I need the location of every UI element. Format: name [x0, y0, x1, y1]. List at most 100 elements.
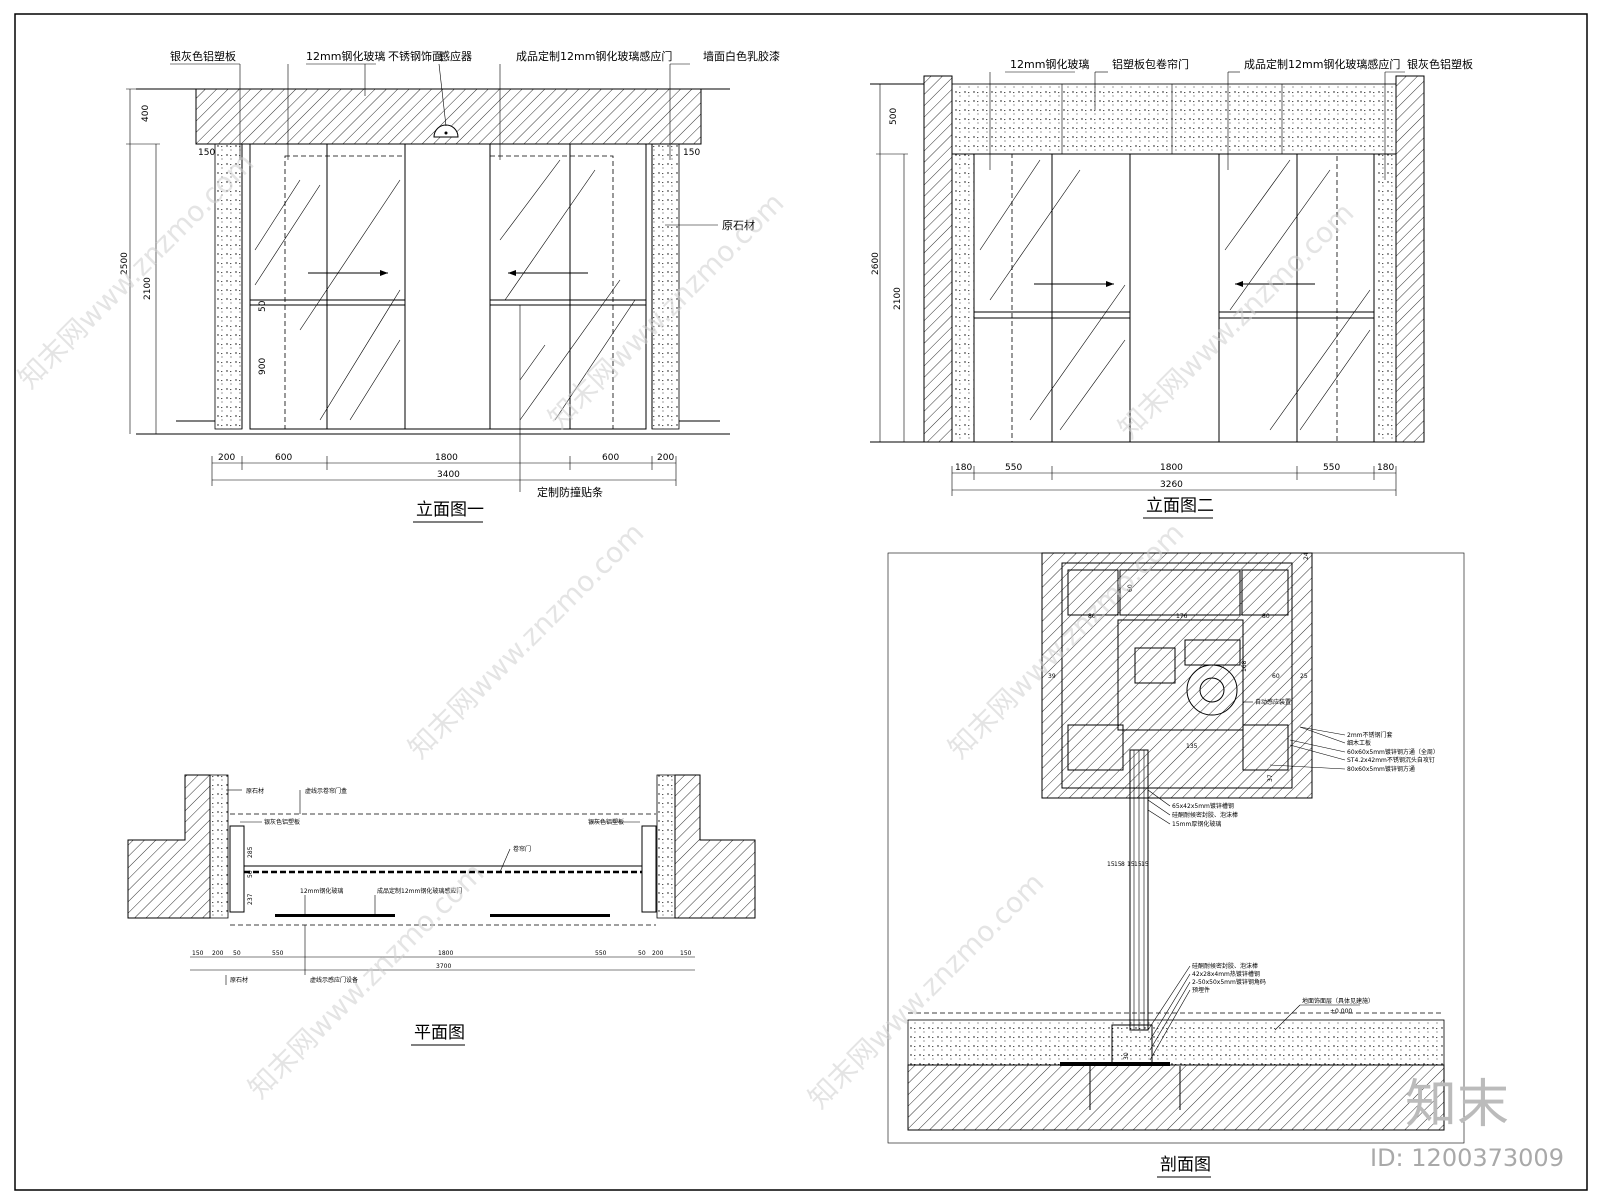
plan-dim-1: 150 — [192, 950, 204, 957]
sheet-border — [14, 13, 1588, 1191]
sec-dim-39: 39 — [1048, 673, 1056, 680]
sec-glass-dim-4: 15 — [1127, 861, 1135, 868]
plan-wall-left — [127, 774, 211, 919]
sec-glass-dim-5: 15 — [1134, 861, 1142, 868]
dim-bottom-4: 600 — [602, 453, 619, 463]
sensor-icon — [433, 124, 459, 138]
sec-callout-r5: 80x60x5mm镀锌钢方通 — [1347, 765, 1415, 773]
section-title: 剖面图 — [1160, 1155, 1211, 1175]
sec-callout-r4: ST4.2x42mm不锈钢沉头自攻钉 — [1347, 756, 1435, 764]
dim-left-2500: 2500 — [120, 252, 130, 275]
sec-callout-m3: 15mm厚钢化玻璃 — [1172, 820, 1221, 828]
callout-aluminium-panel: 银灰色铝塑板 — [170, 49, 236, 63]
plan-title: 平面图 — [414, 1023, 465, 1043]
dim-left-2600: 2600 — [871, 252, 881, 275]
door-leaf-left — [284, 155, 406, 430]
plan-dim-4: 550 — [272, 950, 284, 957]
wall-right — [1395, 75, 1425, 443]
plan-callout-glass: 12mm钢化玻璃 — [300, 887, 343, 895]
sec-dim-135: 135 — [1186, 743, 1198, 750]
plan-callout-device: 虚线示感应门设备 — [310, 976, 358, 984]
callout-aluminium-panel: 银灰色铝塑板 — [1407, 57, 1473, 71]
sec-dim-80-left: 80 — [1088, 613, 1096, 620]
sec-glass-dim-2: 15 — [1114, 861, 1122, 868]
dim-inner-150-left: 150 — [198, 148, 215, 158]
dim-bottom-1: 200 — [218, 453, 235, 463]
sec-dim-30: 30 — [1123, 1052, 1130, 1060]
sec-callout-m2: 硅酮耐候密封胶、泡沫棒 — [1172, 811, 1238, 819]
rolling-door-box — [951, 83, 1397, 155]
callout-stone: 原石材 — [722, 218, 755, 232]
dim-bottom-3: 1800 — [1160, 463, 1183, 473]
dim-bottom-5: 180 — [1377, 463, 1394, 473]
dim-inner-900: 900 — [258, 358, 268, 375]
sec-callout-b2: 42x28x4mm热镀锌槽钢 — [1192, 970, 1260, 978]
watermark: 知末网www.znzmo.com — [242, 856, 491, 1105]
sec-dim-24: 24 — [1303, 552, 1310, 560]
sec-dim-60-top: 60 — [1127, 584, 1134, 592]
dim-bottom-4: 550 — [1323, 463, 1340, 473]
callout-stainless-finish: 不锈钢饰面 — [388, 49, 443, 63]
elevation-two-title: 立面图二 — [1146, 496, 1214, 516]
dim-total: 3260 — [1160, 480, 1183, 490]
sec-callout-m1: 65x42x5mm镀锌槽钢 — [1172, 802, 1234, 810]
sec-callout-floor: 地面饰面层（具体见建施） — [1302, 997, 1374, 1005]
dim-total: 3400 — [437, 470, 460, 480]
watermark: 知末网www.znzmo.com — [1112, 196, 1361, 445]
dim-bottom-3: 1800 — [435, 453, 458, 463]
sheet-id: ID: 1200373009 — [1370, 1144, 1564, 1172]
brand-logo: 知末 — [1405, 1075, 1510, 1135]
sec-callout-b4: 预埋件 — [1192, 986, 1210, 994]
plan-callout-sensor-door: 成品定制12mm钢化玻璃感应门 — [377, 887, 462, 895]
callout-bumper-strip: 定制防撞贴条 — [537, 485, 603, 499]
sec-callout-device: 自动感应装置 — [1255, 698, 1291, 706]
plan-dim-side-3: 237 — [247, 893, 254, 905]
stone-column-left — [214, 143, 243, 430]
plan-dim-5: 1800 — [438, 950, 453, 957]
plan-callout-rolling-box: 虚线示卷帘门盒 — [305, 787, 347, 795]
plan-wall-right — [674, 774, 756, 919]
elevation-one: 400 2500 2100 150 150 50 900 200 600 180… — [120, 49, 780, 523]
sec-dim-168: 168 — [1241, 660, 1248, 672]
door-leaf-right — [489, 155, 614, 430]
sec-glass-dim-6: 15 — [1141, 861, 1149, 868]
sec-callout-b3: 2-50x50x5mm镀锌钢角码 — [1192, 978, 1266, 986]
sec-callout-b1: 硅酮耐候密封胶、泡沫棒 — [1192, 962, 1258, 970]
plan-dim-total: 3700 — [436, 963, 451, 970]
sec-glass-dim-1: 15 — [1107, 861, 1115, 868]
plan-callout-panel-right: 银灰色铝塑板 — [588, 818, 624, 826]
sec-callout-r3: 60x60x5mm镀锌钢方通（全周） — [1347, 748, 1439, 756]
callout-tempered-glass: 12mm钢化玻璃 — [306, 49, 385, 63]
wall-left — [923, 75, 953, 443]
sec-dim-25: 25 — [1300, 673, 1308, 680]
dim-bottom-2: 550 — [1005, 463, 1022, 473]
sec-dim-80-right: 80 — [1262, 613, 1270, 620]
callout-sensor-door: 成品定制12mm钢化玻璃感应门 — [516, 49, 672, 63]
plan-dim-2: 200 — [212, 950, 224, 957]
plan-callout-stone-bottom: 原石材 — [230, 976, 248, 984]
plan-callout-rolling-door: 卷帘门 — [513, 845, 531, 853]
sec-dim-176: 176 — [1176, 613, 1188, 620]
watermark: 知末网www.znzmo.com — [402, 516, 651, 765]
dim-bottom-1: 180 — [955, 463, 972, 473]
plan-dim-9: 150 — [680, 950, 692, 957]
plan-dim-3: 50 — [233, 950, 241, 957]
sec-dim-60-mid: 60 — [1272, 673, 1280, 680]
callout-sensor-door: 成品定制12mm钢化玻璃感应门 — [1244, 57, 1400, 71]
plan-view: 150 200 50 550 1800 550 50 200 150 3700 … — [127, 774, 756, 1046]
dim-left-400: 400 — [141, 105, 151, 122]
stone-column-right — [651, 143, 680, 430]
sec-dim-37: 37 — [1267, 774, 1274, 782]
callout-rolling-door: 铝塑板包卷帘门 — [1112, 57, 1189, 71]
sec-glass-dim-3: 8 — [1121, 861, 1125, 868]
callout-sensor: 感应器 — [439, 49, 472, 63]
dim-inner-50: 50 — [258, 300, 268, 312]
callout-tempered-glass: 12mm钢化玻璃 — [1010, 57, 1089, 71]
plan-dim-6: 550 — [595, 950, 607, 957]
plan-dim-8: 200 — [652, 950, 664, 957]
plan-callout-stone: 原石材 — [246, 787, 264, 795]
dim-inner-150-right: 150 — [683, 148, 700, 158]
dim-left-2100: 2100 — [143, 277, 153, 300]
plan-dim-side-1: 285 — [247, 846, 254, 858]
